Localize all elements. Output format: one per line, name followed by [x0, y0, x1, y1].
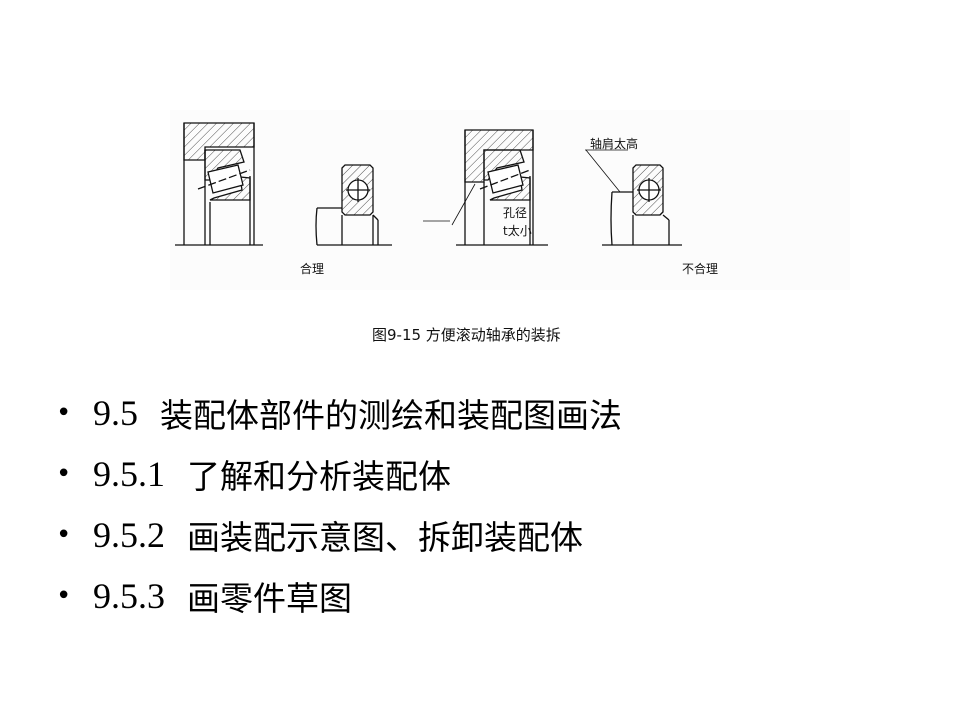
bearing-figure: 轴肩太高 孔径 t太小 合理 不合理: [170, 110, 850, 290]
section-title: 画零件草图: [187, 578, 352, 618]
ball-bearing-bad: [585, 149, 682, 246]
bullet-item: • 9.5.1 了解和分析装配体: [56, 443, 622, 504]
tapered-bearing-ok: [175, 122, 263, 246]
shoulder-too-high-label: 轴肩太高: [590, 137, 639, 151]
section-title: 画装配示意图、拆卸装配体: [187, 517, 583, 557]
bore-label: 孔径: [503, 206, 528, 220]
bullet-icon: •: [56, 458, 72, 489]
section-title: 了解和分析装配体: [187, 456, 451, 496]
bearing-drawing: [175, 122, 682, 246]
section-number: 9.5: [93, 392, 138, 433]
ball-bearing-ok: [315, 164, 392, 246]
bullet-item: • 9.5 装配体部件的测绘和装配图画法: [56, 382, 622, 443]
figure-caption: 图9-15 方便滚动轴承的装拆: [372, 326, 561, 344]
bullet-item: • 9.5.2 画装配示意图、拆卸装配体: [56, 504, 622, 565]
section-number: 9.5.2: [93, 514, 165, 555]
bullet-icon: •: [56, 580, 72, 611]
bullet-item: • 9.5.3 画零件草图: [56, 565, 622, 626]
bullet-list: • 9.5 装配体部件的测绘和装配图画法 • 9.5.1 了解和分析装配体 • 9.5.2…: [56, 382, 622, 626]
too-small-label: t太小: [503, 224, 532, 238]
section-number: 9.5.1: [93, 453, 165, 494]
label-unreasonable: 不合理: [682, 262, 719, 276]
section-number: 9.5.3: [93, 575, 165, 616]
label-reasonable: 合理: [300, 262, 325, 276]
bullet-icon: •: [56, 397, 72, 428]
tapered-bearing-bad: [423, 129, 548, 246]
bullet-icon: •: [56, 519, 72, 550]
section-title: 装配体部件的测绘和装配图画法: [160, 395, 622, 435]
